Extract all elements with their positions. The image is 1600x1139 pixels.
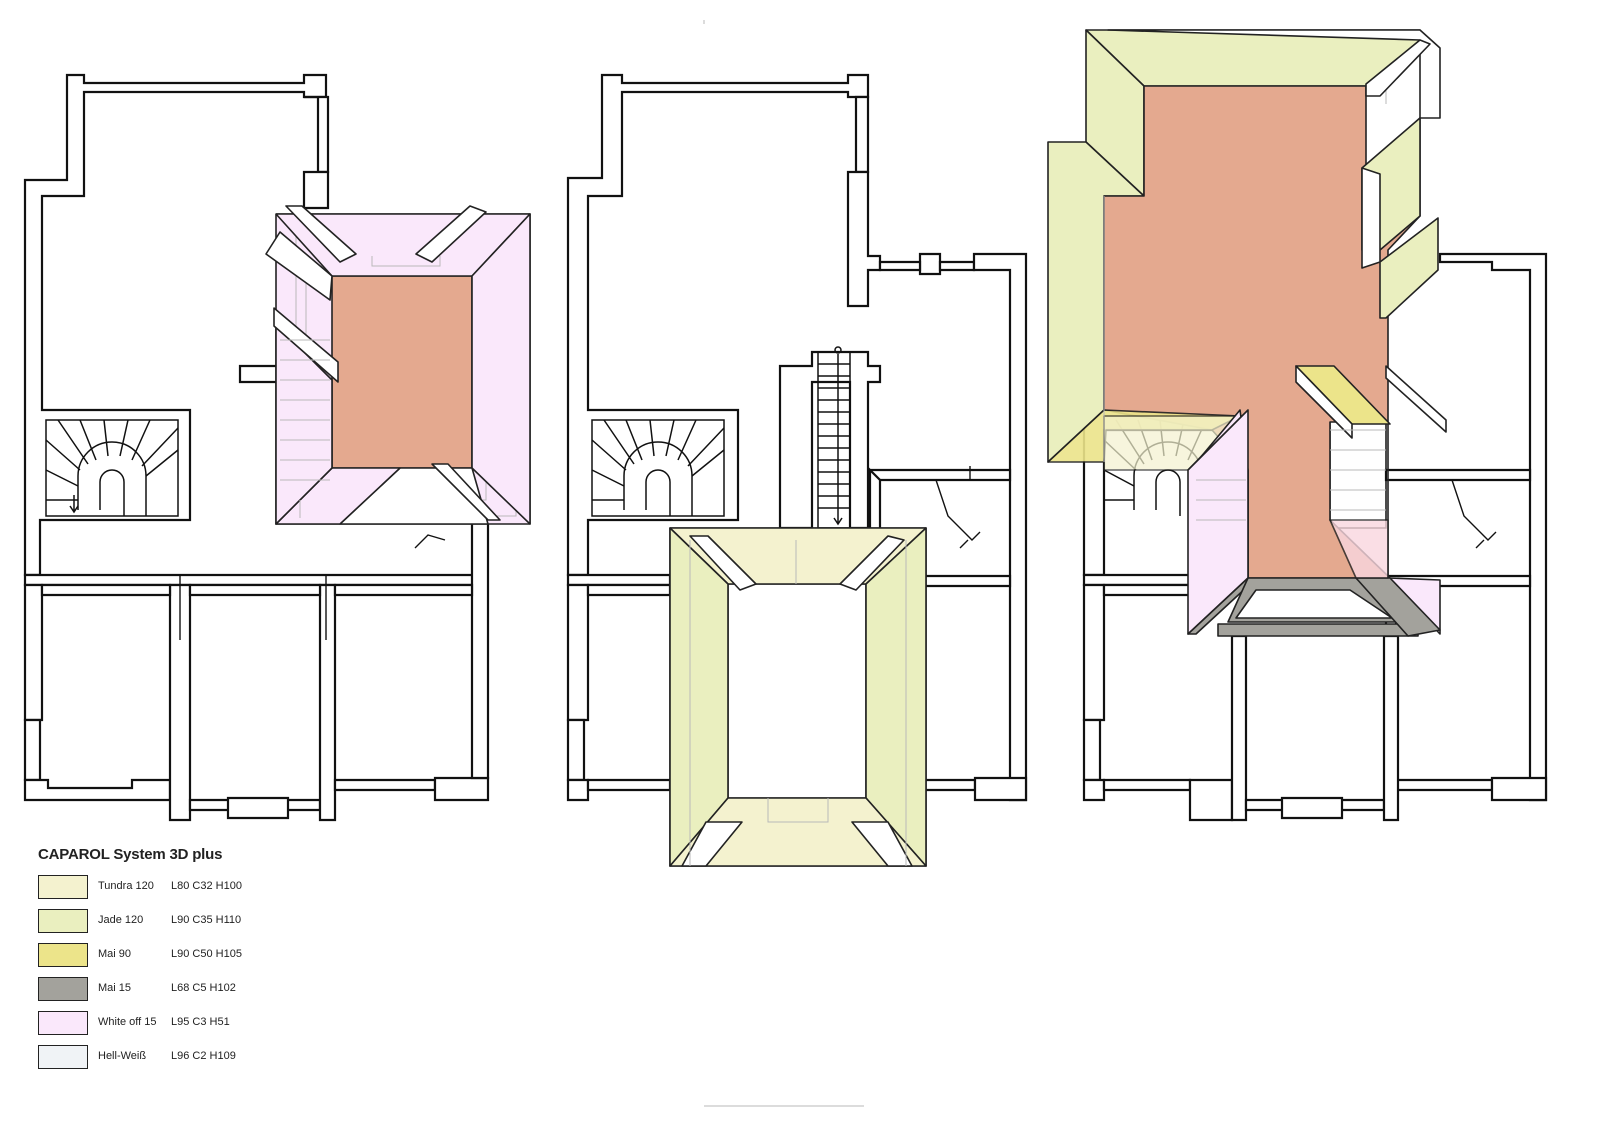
legend-swatch [38, 909, 88, 933]
legend-item-name: Hell-Weiß [98, 1050, 147, 1062]
legend-item-code: L96 C2 H109 [171, 1050, 236, 1062]
straight-stair-2 [778, 346, 882, 530]
legend-swatch [38, 943, 88, 967]
hall-volume-3 [1047, 29, 1447, 637]
legend-swatch [38, 977, 88, 1001]
legend-item-code: L90 C35 H110 [171, 914, 242, 926]
legend-title: CAPAROL System 3D plus [38, 846, 223, 863]
legend-item: Mai 90 L90 C50 H105 [38, 943, 318, 977]
legend-item-name: Tundra 120 [98, 880, 154, 892]
legend-swatch [38, 1045, 88, 1069]
legend-item: Hell-Weiß L96 C2 H109 [38, 1045, 318, 1079]
legend-item-code: L90 C50 H105 [171, 948, 242, 960]
legend-swatch [38, 1011, 88, 1035]
stairwell-volume-1 [265, 205, 531, 525]
legend-item-name: White off 15 [98, 1016, 157, 1028]
legend-swatch [38, 875, 88, 899]
legend-item: Tundra 120 L80 C32 H100 [38, 875, 318, 909]
legend-item: Mai 15 L68 C5 H102 [38, 977, 318, 1011]
legend-item: Jade 120 L90 C35 H110 [38, 909, 318, 943]
legend-item-name: Jade 120 [98, 914, 144, 926]
floor-plan-2 [566, 73, 1028, 867]
spiral-stair-2 [591, 419, 725, 517]
floor-plan-1 [23, 73, 531, 822]
legend-item-code: L95 C3 H51 [171, 1016, 230, 1028]
spiral-stair-1 [45, 419, 179, 517]
legend-item-code: L68 C5 H102 [171, 982, 236, 994]
legend-item-name: Mai 90 [98, 948, 132, 960]
courtyard-volume-2 [669, 527, 927, 867]
legend-item-name: Mai 15 [98, 982, 132, 994]
color-legend: CAPAROL System 3D plus Tundra 120 L80 C3… [38, 846, 318, 1079]
legend-item-code: L80 C32 H100 [171, 880, 242, 892]
legend-item: White off 15 L95 C3 H51 [38, 1011, 318, 1045]
floor-plan-3 [1047, 29, 1548, 822]
